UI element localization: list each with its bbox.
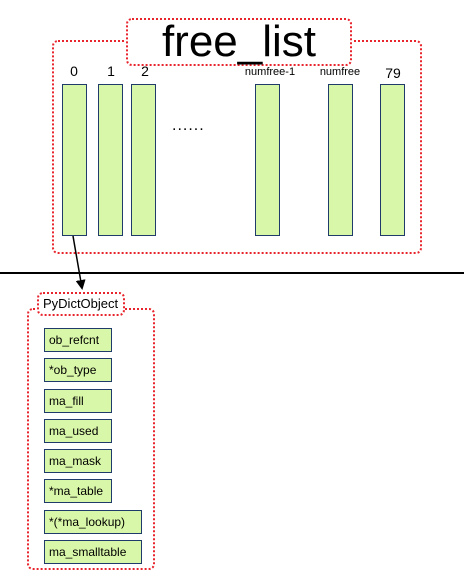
field-ma-lookup: *(*ma_lookup) xyxy=(44,510,142,534)
pointer-arrow xyxy=(72,235,86,290)
free-list-title-box: free_list xyxy=(126,18,352,66)
free-list-slot-79 xyxy=(380,84,405,236)
index-label-0: 0 xyxy=(70,63,78,79)
field-ma-smalltable: ma_smalltable xyxy=(44,540,142,564)
index-label-79: 79 xyxy=(385,65,401,81)
index-label-numfree: numfree xyxy=(319,66,361,78)
field-ma-used: ma_used xyxy=(44,419,112,443)
index-label-1: 1 xyxy=(107,63,115,79)
index-label-2: 2 xyxy=(141,63,149,79)
free-list-title: free_list xyxy=(161,17,317,66)
field-ma-mask: ma_mask xyxy=(44,449,112,473)
field-ob-refcnt: ob_refcnt xyxy=(44,328,112,352)
field-ma-table: *ma_table xyxy=(44,479,112,503)
ellipsis: ...... xyxy=(172,117,205,134)
pydictobject-label: PyDictObject xyxy=(43,296,119,311)
pydictobject-label-box: PyDictObject xyxy=(37,292,125,316)
index-label-numfree-minus-1: numfree-1 xyxy=(244,66,296,78)
free-list-slot-2 xyxy=(131,84,156,236)
free-list-slot-numfree-minus-1 xyxy=(255,84,280,236)
field-ma-fill: ma_fill xyxy=(44,389,112,413)
free-list-slot-0 xyxy=(62,84,87,236)
field-ob-type: *ob_type xyxy=(44,358,112,382)
free-list-slot-numfree xyxy=(328,84,353,236)
free-list-slot-1 xyxy=(98,84,123,236)
